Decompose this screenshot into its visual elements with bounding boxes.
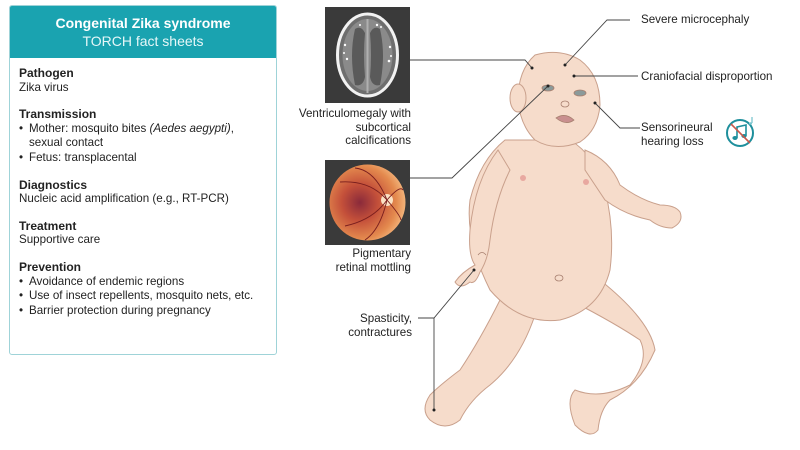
bullet-text: Fetus: transplacental <box>29 150 137 164</box>
label-line: Pigmentary <box>352 247 411 260</box>
bullet-item: Fetus: transplacental <box>19 151 276 166</box>
label-line: hearing loss <box>641 134 704 148</box>
label-line: retinal mottling <box>335 260 411 274</box>
fact-sheet-card: Congenital Zika syndrome TORCH fact shee… <box>9 5 277 355</box>
label-line: subcortical <box>355 120 411 134</box>
retina-fundus-image <box>325 160 410 245</box>
card-body: Pathogen Zika virus Transmission Mother:… <box>10 58 276 318</box>
section-title: Treatment <box>19 218 77 233</box>
brain-ct-image <box>325 7 410 103</box>
label-line: contractures <box>348 325 412 339</box>
label-pigmentary-retinal-mottling: Pigmentary retinal mottling <box>300 247 411 274</box>
label-line: Sensorineural <box>641 121 713 134</box>
section-text: Zika virus <box>19 80 69 94</box>
retina-icon <box>329 164 406 241</box>
label-line: Spasticity, <box>360 312 412 325</box>
section-text: Supportive care <box>19 233 101 247</box>
section-diagnostics: Diagnostics Nucleic acid amplification (… <box>19 178 276 207</box>
bullet-text: , <box>230 121 234 135</box>
bullet-item: Avoidance of endemic regions <box>19 275 276 290</box>
bullet-item: Use of insect repellents, mosquito nets,… <box>19 289 276 304</box>
section-title: Transmission <box>19 107 97 122</box>
label-sensorineural-hearing-loss: Sensorineural hearing loss <box>641 121 713 148</box>
section-pathogen: Pathogen Zika virus <box>19 66 276 95</box>
section-text: Nucleic acid amplification (e.g., RT-PCR… <box>19 192 229 206</box>
card-subtitle: TORCH fact sheets <box>82 33 204 49</box>
label-severe-microcephaly: Severe microcephaly <box>641 13 750 26</box>
no-music-icon <box>726 117 754 147</box>
bullet-text: Mother: mosquito bites <box>29 121 150 135</box>
brain-scan-icon <box>336 12 399 98</box>
bullet-text: sexual contact <box>29 136 104 150</box>
label-ventriculomegaly: Ventriculomegaly with subcortical calcif… <box>276 107 411 148</box>
section-prevention: Prevention Avoidance of endemic regions … <box>19 260 276 318</box>
bullet-item: Mother: mosquito bites (Aedes aegypti), s… <box>19 122 276 151</box>
label-line: calcifications <box>345 134 411 147</box>
card-header: Congenital Zika syndrome TORCH fact shee… <box>10 6 276 58</box>
section-title: Diagnostics <box>19 177 88 192</box>
section-transmission: Transmission Mother: mosquito bites (Aed… <box>19 107 276 165</box>
bullet-item: Barrier protection during pregnancy <box>19 304 276 319</box>
section-title: Pathogen <box>19 66 74 80</box>
section-treatment: Treatment Supportive care <box>19 219 276 248</box>
species-name: (Aedes aegypti) <box>149 121 231 135</box>
section-title: Prevention <box>19 259 82 274</box>
card-title: Congenital Zika syndrome <box>55 15 231 31</box>
label-line: Ventriculomegaly with <box>298 107 411 120</box>
label-craniofacial-disproportion: Craniofacial disproportion <box>641 70 773 83</box>
label-spasticity-contractures: Spasticity, contractures <box>320 312 412 339</box>
